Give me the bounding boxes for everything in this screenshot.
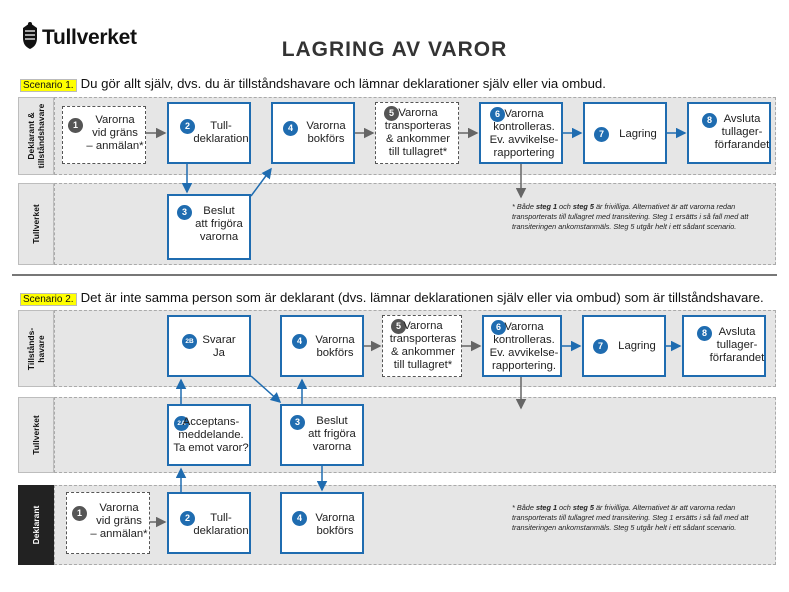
page-title: LAGRING AV VAROR [281,38,508,61]
step-5-box: 5 Varorna transporteras & ankommer till … [382,315,462,377]
step-label: Varorna bokförs [315,334,355,359]
step-label: Acceptans- meddelande. Ta emot varor? [173,416,249,454]
step-2a-box: 2A Acceptans- meddelande. Ta emot varor? [167,404,251,466]
step-7-box: 7 Lagring [583,102,667,164]
note-text: och [557,503,573,512]
lane-label-tullverket: Tullverket [18,397,54,473]
lane-label-deklarant-tillstandshavare: Deklarant & tillståndshavare [18,97,54,175]
step-label: Beslut att frigöra varorna [195,205,243,243]
step-number: 6 [491,320,506,335]
step-number: 1 [68,118,83,133]
step-4-box: 4 Varorna bokförs [280,492,364,554]
scenario-2-badge: Scenario 2. [20,293,77,306]
step-number: 2A [174,416,189,431]
tullverket-logo-icon [23,22,37,49]
step-label: Varorna transporteras & ankommer till tu… [389,320,457,371]
scenario-2-heading: Scenario 2.Det är inte samma person som … [20,290,764,306]
step-number: 4 [292,511,307,526]
step-number: 4 [292,334,307,349]
lane-label-tullverket: Tullverket [18,183,54,265]
logo-text: Tullverket [42,26,137,49]
step-number: 5 [384,106,399,121]
step-label: Lagring [618,340,656,352]
step-label: Beslut att frigöra varorna [308,415,356,453]
step-number: 5 [391,319,406,334]
arrow-2b-to-3 [250,375,282,404]
step-number: 2 [180,511,195,526]
step-label: Varorna kontrolleras. Ev. avvikelse- rap… [489,108,559,159]
note-text: är frivilliga. Alternativet är att varor… [512,503,749,532]
step-label: Varorna vid gräns – anmälan* [86,114,144,152]
step-label: Tull- deklaration [193,120,249,145]
lane-label-deklarant: Deklarant [18,485,54,565]
step-label: Lagring [619,128,657,140]
lane-label-tillstandshavare: Tillstånds-havare [18,310,54,387]
step-6-box: 6 Varorna kontrolleras. Ev. avvikelse- r… [479,102,563,164]
note-text: * Både [512,503,536,512]
step-5-box: 5 Varorna transporteras & ankommer till … [375,102,459,164]
scenario-1-footnote: * Både steg 1 och steg 5 är frivilliga. … [512,202,774,232]
step-label: Varorna transporteras & ankommer till tu… [384,107,452,158]
step-label: Varorna kontrolleras. Ev. avvikelse- rap… [489,321,559,372]
step-7-box: 7 Lagring [582,315,666,377]
step-label: Avsluta tullager- förfarandet [714,113,770,151]
step-number: 4 [283,121,298,136]
note-text: och [557,202,573,211]
step-number: 8 [702,113,717,128]
step-number: 2 [180,119,195,134]
step-1-box: 1 Varorna vid gräns – anmälan* [66,492,150,554]
step-number: 7 [593,339,608,354]
note-bold: steg 5 [572,202,594,211]
step-3-box: 3 Beslut att frigöra varorna [280,404,364,466]
note-text: * Både [512,202,536,211]
note-bold: steg 1 [535,503,558,512]
scenario-divider [12,274,777,276]
scenario-1-text: Du gör allt själv, dvs. du är tillstånds… [80,76,606,91]
step-number: 3 [177,205,192,220]
step-4-box: 4 Varorna bokförs [271,102,355,164]
scenario-2-text: Det är inte samma person som är deklaran… [80,290,764,305]
scenario-1-heading: Scenario 1.Du gör allt själv, dvs. du är… [20,76,606,92]
step-number: 1 [72,506,87,521]
scenario-2-footnote: * Både steg 1 och steg 5 är frivilliga. … [512,503,774,533]
step-number: 6 [490,107,505,122]
note-bold: steg 5 [572,503,594,512]
step-number: 7 [594,127,609,142]
step-2b-box: 2B Svarar Ja [167,315,251,377]
step-2-box: 2 Tull- deklaration [167,102,251,164]
step-3-box: 3 Beslut att frigöra varorna [167,194,251,260]
step-6-box: 6 Varorna kontrolleras. Ev. avvikelse- r… [482,315,562,377]
step-number: 2B [182,334,197,349]
step-number: 8 [697,326,712,341]
step-number: 3 [290,415,305,430]
step-1-box: 1 Varorna vid gräns – anmälan* [62,106,146,164]
note-bold: steg 1 [535,202,558,211]
step-8-box: 8 Avsluta tullager- förfarandet [687,102,771,164]
step-8-box: 8 Avsluta tullager- förfarandet [682,315,766,377]
step-label: Varorna bokförs [306,120,346,145]
step-label: Varorna vid gräns – anmälan* [90,502,148,540]
step-label: Svarar Ja [202,334,236,359]
step-4-box: 4 Varorna bokförs [280,315,364,377]
arrow-3-to-4 [250,167,272,197]
step-label: Tull- deklaration [193,512,249,537]
note-text: är frivilliga. Alternativet är att varor… [512,202,749,231]
step-label: Varorna bokförs [315,512,355,537]
scenario-1-badge: Scenario 1. [20,79,77,92]
step-label: Avsluta tullager- förfarandet [709,326,765,364]
step-2-box: 2 Tull- deklaration [167,492,251,554]
